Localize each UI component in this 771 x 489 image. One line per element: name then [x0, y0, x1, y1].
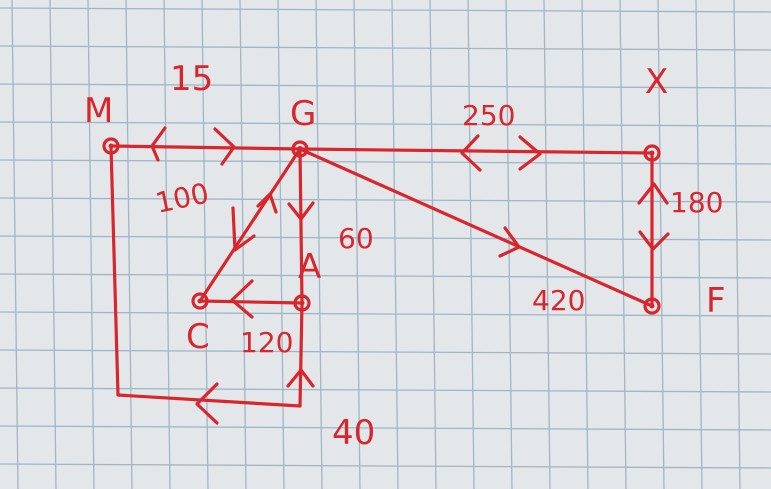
grid-line-vertical [315, 0, 323, 489]
edge-c-a [198, 299, 304, 305]
nodes-layer [102, 137, 661, 315]
node-labels-layer: M G X A C F [84, 62, 726, 357]
arrow-a-c [230, 279, 254, 319]
node-m [102, 137, 120, 155]
node-x [643, 144, 661, 162]
grid-line-horizontal [0, 197, 771, 203]
grid-line-horizontal [0, 463, 771, 469]
weight-g-f: 420 [532, 284, 585, 317]
grid-line-horizontal [0, 349, 771, 355]
grid-line-vertical [201, 0, 209, 489]
grid-line-horizontal [0, 387, 771, 393]
node-label-m: M [84, 91, 113, 131]
node-c [191, 292, 209, 310]
grid-line-horizontal [0, 83, 771, 89]
grid-line-horizontal [0, 273, 771, 279]
grid-line-vertical [163, 0, 171, 489]
grid-line-vertical [391, 0, 399, 489]
edge-m-a-loop [109, 144, 304, 408]
edge-g-x [298, 147, 654, 155]
edge-g-c [198, 147, 302, 303]
node-a [293, 294, 311, 312]
grid-line-horizontal [0, 159, 771, 165]
weight-x-f: 180 [670, 186, 723, 219]
arrowheads-layer [150, 126, 670, 425]
node-label-c: C [186, 317, 210, 357]
arrow-g-f [498, 226, 521, 258]
grid-line-horizontal [0, 425, 771, 431]
grid-line-horizontal [0, 121, 771, 127]
grid-line-vertical [49, 0, 57, 489]
edge-g-a [298, 147, 304, 305]
weight-m-g: 15 [170, 59, 213, 99]
weight-g-a: 60 [338, 222, 374, 255]
grid-line-vertical [277, 0, 285, 489]
arrow-g-x-left [460, 134, 482, 172]
grid-line-vertical [467, 0, 475, 489]
grid-line-vertical [581, 0, 589, 489]
arrow-g-a-down [287, 201, 315, 221]
arrow-x-f-up [637, 182, 669, 205]
grid-line-vertical [125, 0, 133, 489]
grid-line-vertical [505, 0, 513, 489]
arrow-m-loop-left [195, 382, 219, 425]
grid-line-vertical [87, 0, 95, 489]
edge-g-f [298, 147, 654, 308]
node-g [291, 140, 309, 158]
grid-line-horizontal [0, 45, 771, 51]
node-label-x: X [645, 62, 668, 102]
edges-layer [109, 144, 654, 408]
grid-line-vertical [619, 0, 627, 489]
node-label-f: F [706, 281, 726, 321]
weight-a-c: 120 [240, 326, 293, 359]
grid-line-vertical [543, 0, 551, 489]
arrow-m-g-right [213, 127, 236, 166]
arrow-g-x-right [518, 135, 542, 171]
node-label-a: A [298, 247, 321, 287]
grid-line-vertical [695, 0, 703, 489]
weight-a-m: 40 [332, 413, 375, 453]
grid-line-horizontal [0, 7, 771, 13]
weight-g-x: 250 [462, 99, 515, 132]
node-f [643, 297, 661, 315]
grid-line-horizontal [0, 235, 771, 241]
arrow-g-c-down [231, 206, 256, 252]
arrow-m-g-left [150, 126, 167, 162]
node-label-g: G [290, 94, 316, 134]
edge-m-g [109, 144, 302, 151]
grid-line-vertical [11, 0, 19, 489]
arrow-c-g-up [256, 192, 278, 214]
grid-line-vertical [657, 0, 665, 489]
grid-line-horizontal [0, 311, 771, 317]
arrow-x-f-down [638, 230, 670, 251]
arrow-a-up [286, 368, 315, 388]
grid-line-vertical [353, 0, 361, 489]
grid-line-vertical [733, 0, 741, 489]
grid-line-vertical [429, 0, 437, 489]
